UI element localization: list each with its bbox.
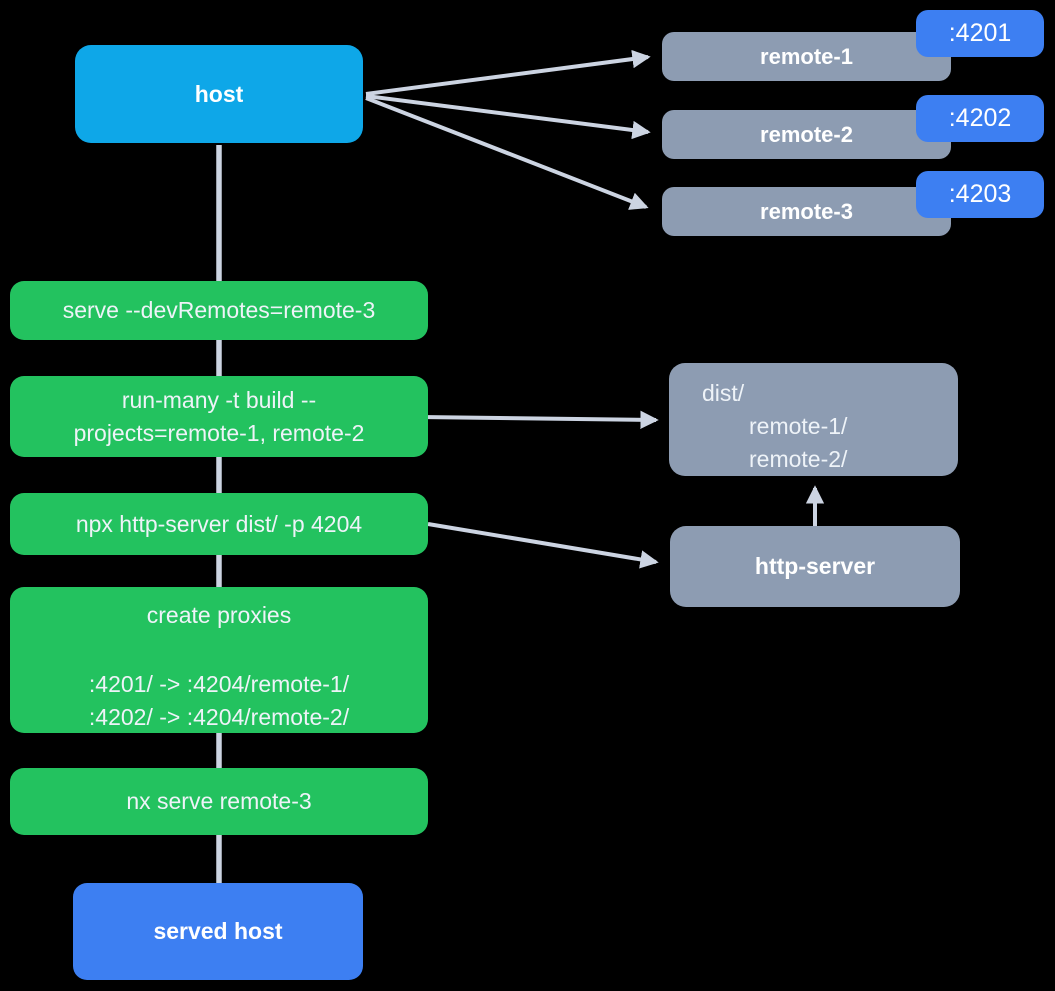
served-host-label: served host <box>153 918 283 944</box>
step-run-many-build-line2: projects=remote-1, remote-2 <box>73 419 365 446</box>
step-create-proxies: create proxies :4201/ -> :4204/remote-1/… <box>10 587 428 733</box>
dist-folder-node: dist/ remote-1/ remote-2/ <box>669 363 958 476</box>
dist-remote-1-label: remote-1/ <box>749 413 848 439</box>
remote-1-label: remote-1 <box>760 43 853 69</box>
host-node: host <box>75 45 363 143</box>
httpcmd-to-httpserver-arrow <box>427 522 659 569</box>
port-badge-4202: :4202 <box>916 95 1044 142</box>
step-serve-devremotes: serve --devRemotes=remote-3 <box>10 281 428 340</box>
host-to-remote-2-arrow <box>365 94 651 140</box>
port-badge-4203-label: :4203 <box>948 180 1012 208</box>
step-run-many-build-line1: run-many -t build -- <box>121 386 317 413</box>
step-npx-http-server: npx http-server dist/ -p 4204 <box>10 493 428 555</box>
http-server-node: http-server <box>670 526 960 607</box>
step-run-many-build: run-many -t build -- projects=remote-1, … <box>10 376 428 457</box>
port-badge-4201-label: :4201 <box>948 19 1012 47</box>
step-npx-http-server-text: npx http-server dist/ -p 4204 <box>75 510 363 537</box>
http-server-label: http-server <box>754 553 876 579</box>
remote-3-label: remote-3 <box>760 198 853 224</box>
step-nx-serve-remote-3-text: nx serve remote-3 <box>126 788 312 814</box>
host-to-remote-1-arrow <box>365 49 651 96</box>
remote-1-node: remote-1 <box>662 32 951 81</box>
step-serve-devremotes-text: serve --devRemotes=remote-3 <box>62 297 376 323</box>
dist-remote-2-label: remote-2/ <box>749 446 848 472</box>
remote-2-label: remote-2 <box>760 121 853 147</box>
remote-3-node: remote-3 <box>662 187 951 236</box>
proxy-mapping-4202: :4202/ -> :4204/remote-2/ <box>88 704 350 730</box>
host-label: host <box>194 80 244 107</box>
port-badge-4203: :4203 <box>916 171 1044 218</box>
step-create-proxies-title: create proxies <box>146 602 292 628</box>
proxy-mapping-4201: :4201/ -> :4204/remote-1/ <box>88 671 350 697</box>
served-host-node: served host <box>73 883 363 980</box>
port-badge-4202-label: :4202 <box>948 104 1012 132</box>
port-badge-4201: :4201 <box>916 10 1044 57</box>
remote-2-node: remote-2 <box>662 110 951 159</box>
dist-root-label: dist/ <box>702 380 745 406</box>
host-to-remote-3-arrow <box>365 96 649 210</box>
build-to-dist-arrow <box>419 410 659 430</box>
step-nx-serve-remote-3: nx serve remote-3 <box>10 768 428 835</box>
